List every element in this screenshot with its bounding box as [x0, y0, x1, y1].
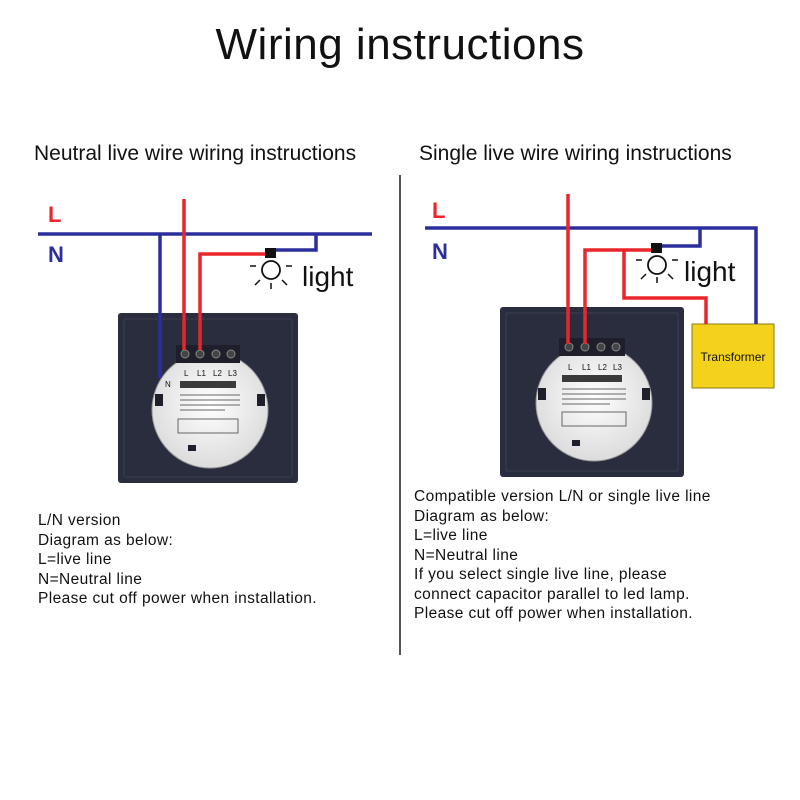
- right-live-label: L: [432, 198, 445, 223]
- right-terminal-L3: L3: [613, 363, 622, 372]
- right-wires: [425, 194, 758, 344]
- right-note-line: L=live line: [414, 527, 488, 544]
- left-note-line: L/N version: [38, 512, 121, 529]
- right-terminal-L: L: [568, 363, 573, 372]
- transformer-box: Transformer: [691, 323, 775, 389]
- page-title: Wiring instructions: [215, 20, 585, 69]
- left-diagram: L N L L1 L2 L3 N: [38, 199, 372, 483]
- left-terminal-N: N: [165, 380, 171, 389]
- left-note-line: Diagram as below:: [38, 531, 174, 549]
- right-note-line: If you select single live line, please: [414, 566, 667, 583]
- left-neutral-label: N: [48, 242, 64, 267]
- left-note-line: L=live line: [38, 551, 112, 568]
- left-note-line: Please cut off power when installation.: [38, 590, 317, 607]
- left-terminal-L: L: [184, 369, 189, 378]
- left-live-label: L: [48, 202, 61, 227]
- left-terminal-L3: L3: [228, 369, 237, 378]
- right-note-line: Compatible version L/N or single live li…: [414, 488, 711, 505]
- left-notes: L/N version Diagram as below: L=live lin…: [38, 511, 317, 609]
- right-notes: Compatible version L/N or single live li…: [414, 487, 711, 624]
- right-light-label: light: [684, 256, 736, 287]
- left-switch-panel: L L1 L2 L3 N: [118, 313, 298, 483]
- right-terminal-L2: L2: [598, 363, 607, 372]
- transformer-label: Transformer: [701, 350, 766, 364]
- left-terminal-L1: L1: [197, 369, 206, 378]
- right-note-line: N=Neutral line: [414, 546, 519, 564]
- right-neutral-label: N: [432, 239, 448, 264]
- left-section-heading: Neutral live wire wiring instructions: [34, 142, 357, 165]
- right-switch-panel: L L1 L2 L3: [500, 307, 684, 477]
- left-light-bulb-icon: [250, 248, 292, 289]
- left-note-line: N=Neutral line: [38, 570, 143, 588]
- right-diagram: L N L L1 L2 L3: [425, 194, 775, 477]
- column-divider: [399, 175, 401, 655]
- right-note-line: connect capacitor parallel to led lamp.: [414, 585, 690, 603]
- left-terminal-L2: L2: [213, 369, 222, 378]
- right-note-line: Diagram as below:: [414, 507, 550, 525]
- right-note-line: Please cut off power when installation.: [414, 605, 693, 622]
- left-wires: [38, 199, 372, 378]
- left-light-label: light: [302, 261, 354, 292]
- right-terminal-L1: L1: [582, 363, 591, 372]
- right-section-heading: Single live wire wiring instructions: [419, 142, 732, 165]
- right-light-bulb-icon: [636, 243, 678, 283]
